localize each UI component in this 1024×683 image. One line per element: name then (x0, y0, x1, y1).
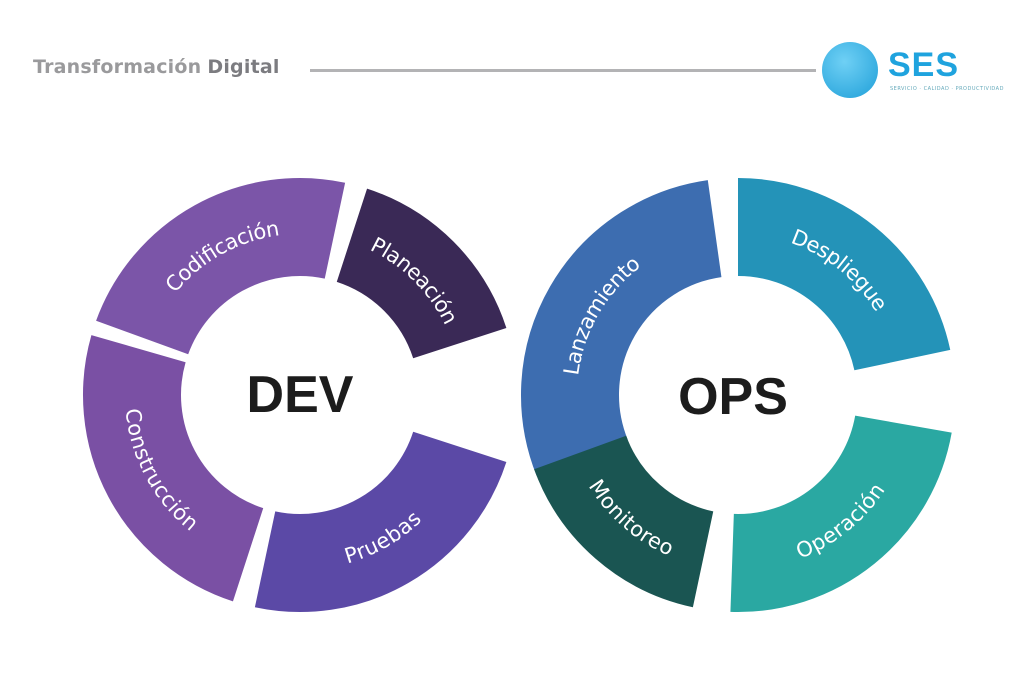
segment-monitoreo (534, 434, 715, 608)
ses-logo: SES SERVICIO · CALIDAD · PRODUCTIVIDAD (822, 42, 1004, 98)
segment-construcción (83, 335, 265, 602)
segment-codificación (96, 178, 346, 356)
logo-emblem-icon (822, 42, 878, 98)
logo-name: SES (888, 46, 960, 84)
segment-planeación (335, 188, 507, 360)
title-light: Transformación (33, 56, 202, 78)
segment-pruebas (254, 430, 507, 612)
ops-label: OPS (678, 368, 788, 426)
segment-lanzamiento (521, 180, 723, 477)
title-bold: Digital (207, 56, 280, 78)
header-divider (310, 69, 816, 72)
segment-operación (730, 414, 952, 612)
logo-tagline: SERVICIO · CALIDAD · PRODUCTIVIDAD (890, 86, 1004, 92)
segment-despliegue (736, 178, 951, 372)
dev-label: DEV (247, 366, 354, 424)
